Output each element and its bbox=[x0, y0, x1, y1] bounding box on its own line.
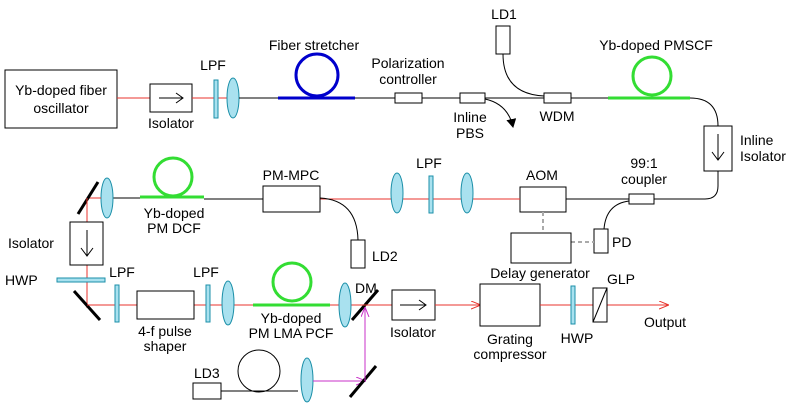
isolator-3-label: Isolator bbox=[390, 324, 436, 340]
delay-generator-label: Delay generator bbox=[490, 265, 590, 281]
inline-pbs-label-line1: Inline bbox=[453, 109, 487, 125]
lpf-2-label: LPF bbox=[416, 155, 442, 171]
pulse-shaper-label-line1: 4-f pulse bbox=[138, 323, 192, 339]
pd-box bbox=[593, 228, 609, 254]
oscillator-label-line1: Yb-doped fiber bbox=[15, 82, 107, 98]
aom-label: AOM bbox=[526, 167, 558, 183]
ld2-box bbox=[350, 239, 366, 269]
wdm-label: WDM bbox=[540, 108, 575, 124]
lens-row3-a bbox=[221, 280, 235, 326]
lpf-4-filter bbox=[205, 284, 211, 323]
pbs-rejected-port bbox=[484, 98, 517, 128]
polarization-controller-box bbox=[394, 92, 423, 104]
delay-generator-box bbox=[510, 232, 572, 264]
grating-compressor-label-line2: compressor bbox=[473, 346, 546, 362]
hwp-2-plate bbox=[570, 285, 576, 325]
yb-pm-lma-pcf-coil bbox=[271, 261, 313, 303]
mirror-top-left bbox=[76, 181, 100, 215]
pulse-shaper-box bbox=[136, 290, 195, 320]
fiber-coupler-to-pd bbox=[603, 200, 630, 230]
inline-pbs-label-line2: PBS bbox=[456, 125, 484, 141]
oscillator-box bbox=[4, 69, 118, 129]
lpf-4-label: LPF bbox=[193, 264, 219, 280]
fiber-stretcher-label: Fiber stretcher bbox=[269, 37, 360, 53]
coupler-label-line2: coupler bbox=[621, 171, 667, 187]
right-arrow-icon bbox=[400, 299, 427, 311]
isolator-1-label: Isolator bbox=[148, 115, 194, 131]
ld3-fiber-coil bbox=[237, 349, 281, 393]
fiber-pmscf-to-isolator bbox=[689, 97, 719, 127]
lens-row3-b bbox=[338, 282, 352, 328]
fiber-stretcher-coil bbox=[294, 52, 340, 98]
fiber-isolator-to-coupler bbox=[654, 171, 719, 200]
ld1-pump-fiber bbox=[502, 53, 545, 97]
lens-row2-c bbox=[100, 177, 114, 219]
lens-row2-b bbox=[390, 172, 404, 214]
ld3-box bbox=[192, 382, 222, 400]
inline-isolator-label-line2: Isolator bbox=[740, 148, 786, 164]
polarization-controller-label-line1: Polarization bbox=[371, 55, 444, 71]
hwp-1-label: HWP bbox=[5, 272, 38, 288]
lens-row2-a bbox=[460, 172, 474, 214]
oscillator-label-line2: oscillator bbox=[33, 100, 89, 116]
down-arrow-icon bbox=[80, 230, 94, 257]
pulse-shaper-label-line2: shaper bbox=[144, 338, 187, 354]
inline-isolator-label-line1: Inline bbox=[740, 132, 774, 148]
lpf-1-filter bbox=[213, 79, 219, 119]
yb-pmscf-label: Yb-doped PMSCF bbox=[599, 37, 713, 53]
lpf-1-label: LPF bbox=[200, 57, 226, 73]
coupler-label-line1: 99:1 bbox=[630, 155, 657, 171]
yb-pmscf-coil bbox=[631, 55, 673, 97]
glp-label: GLP bbox=[607, 271, 635, 287]
isolator-2-label: Isolator bbox=[8, 235, 54, 251]
polarization-controller-label-line2: controller bbox=[379, 71, 437, 87]
lpf-2-filter bbox=[428, 175, 434, 214]
yb-pm-dcf-label-line1: Yb-doped bbox=[144, 205, 205, 221]
ld2-pump-fiber bbox=[319, 197, 359, 241]
ld1-box bbox=[495, 25, 511, 55]
yb-pm-lma-pcf-label-line1: Yb-doped bbox=[261, 310, 322, 326]
pm-mpc-label: PM-MPC bbox=[263, 167, 320, 183]
ld1-label: LD1 bbox=[491, 6, 517, 22]
lens-1 bbox=[226, 77, 240, 119]
pm-mpc-box bbox=[262, 185, 321, 213]
aom-box bbox=[519, 186, 567, 213]
grating-compressor-box bbox=[479, 283, 541, 327]
grating-compressor-label-line1: Grating bbox=[487, 331, 533, 347]
lens-pump bbox=[300, 357, 314, 403]
lpf-3-label: LPF bbox=[109, 264, 135, 280]
glp-diagonal bbox=[592, 287, 608, 323]
right-arrow-icon bbox=[159, 92, 184, 104]
output-label: Output bbox=[644, 314, 686, 330]
ld3-label: LD3 bbox=[194, 365, 220, 381]
yb-pm-dcf-label-line2: PM DCF bbox=[147, 220, 201, 236]
lpf-3-filter bbox=[114, 284, 120, 323]
yb-pm-lma-pcf-label-line2: PM LMA PCF bbox=[249, 325, 334, 341]
pd-label: PD bbox=[612, 234, 631, 250]
inline-pbs-box bbox=[459, 92, 486, 104]
yb-pm-dcf-coil bbox=[152, 156, 194, 198]
wdm-box bbox=[543, 92, 572, 104]
dm-label: DM bbox=[355, 280, 377, 296]
coupler-box bbox=[628, 193, 655, 205]
hwp-1-plate bbox=[56, 277, 106, 283]
down-arrow-icon bbox=[711, 134, 725, 161]
ld2-label: LD2 bbox=[372, 248, 398, 264]
hwp-2-label: HWP bbox=[561, 330, 594, 346]
pump-mirror bbox=[348, 365, 378, 398]
